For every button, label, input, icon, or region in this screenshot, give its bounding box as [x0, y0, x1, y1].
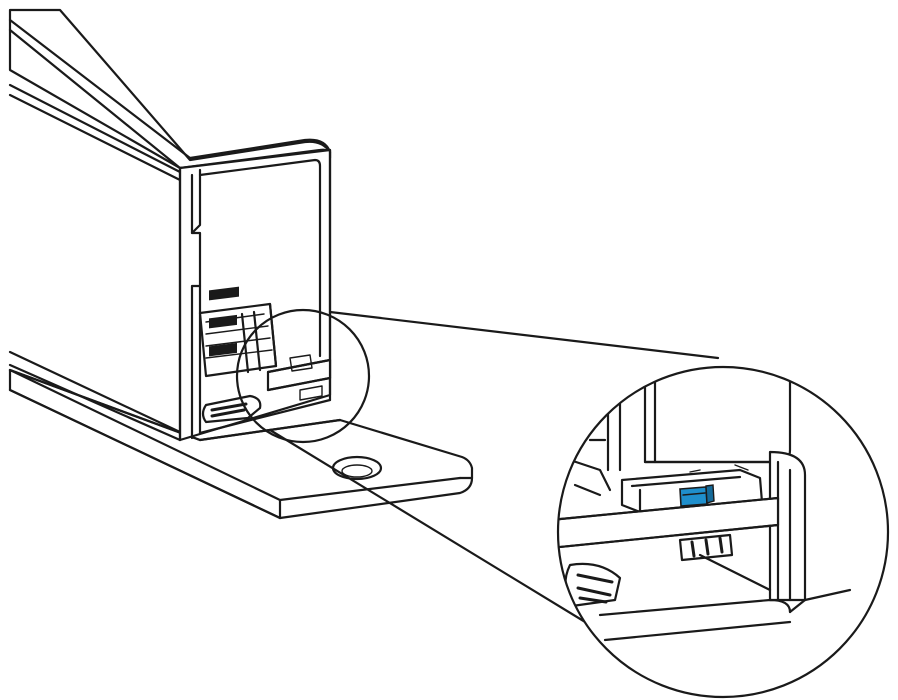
detail-callout: [235, 308, 720, 630]
terminal-block: [198, 286, 278, 378]
magnified-view: [556, 365, 890, 699]
dip-switch-highlight: [679, 486, 708, 507]
mounting-hole: [331, 455, 383, 481]
lower-connector: [201, 394, 262, 424]
magnified-circle: [556, 365, 890, 699]
circuit-board: [266, 354, 332, 401]
mounting-plate: [8, 368, 474, 520]
detail-source-circle: [235, 308, 371, 444]
